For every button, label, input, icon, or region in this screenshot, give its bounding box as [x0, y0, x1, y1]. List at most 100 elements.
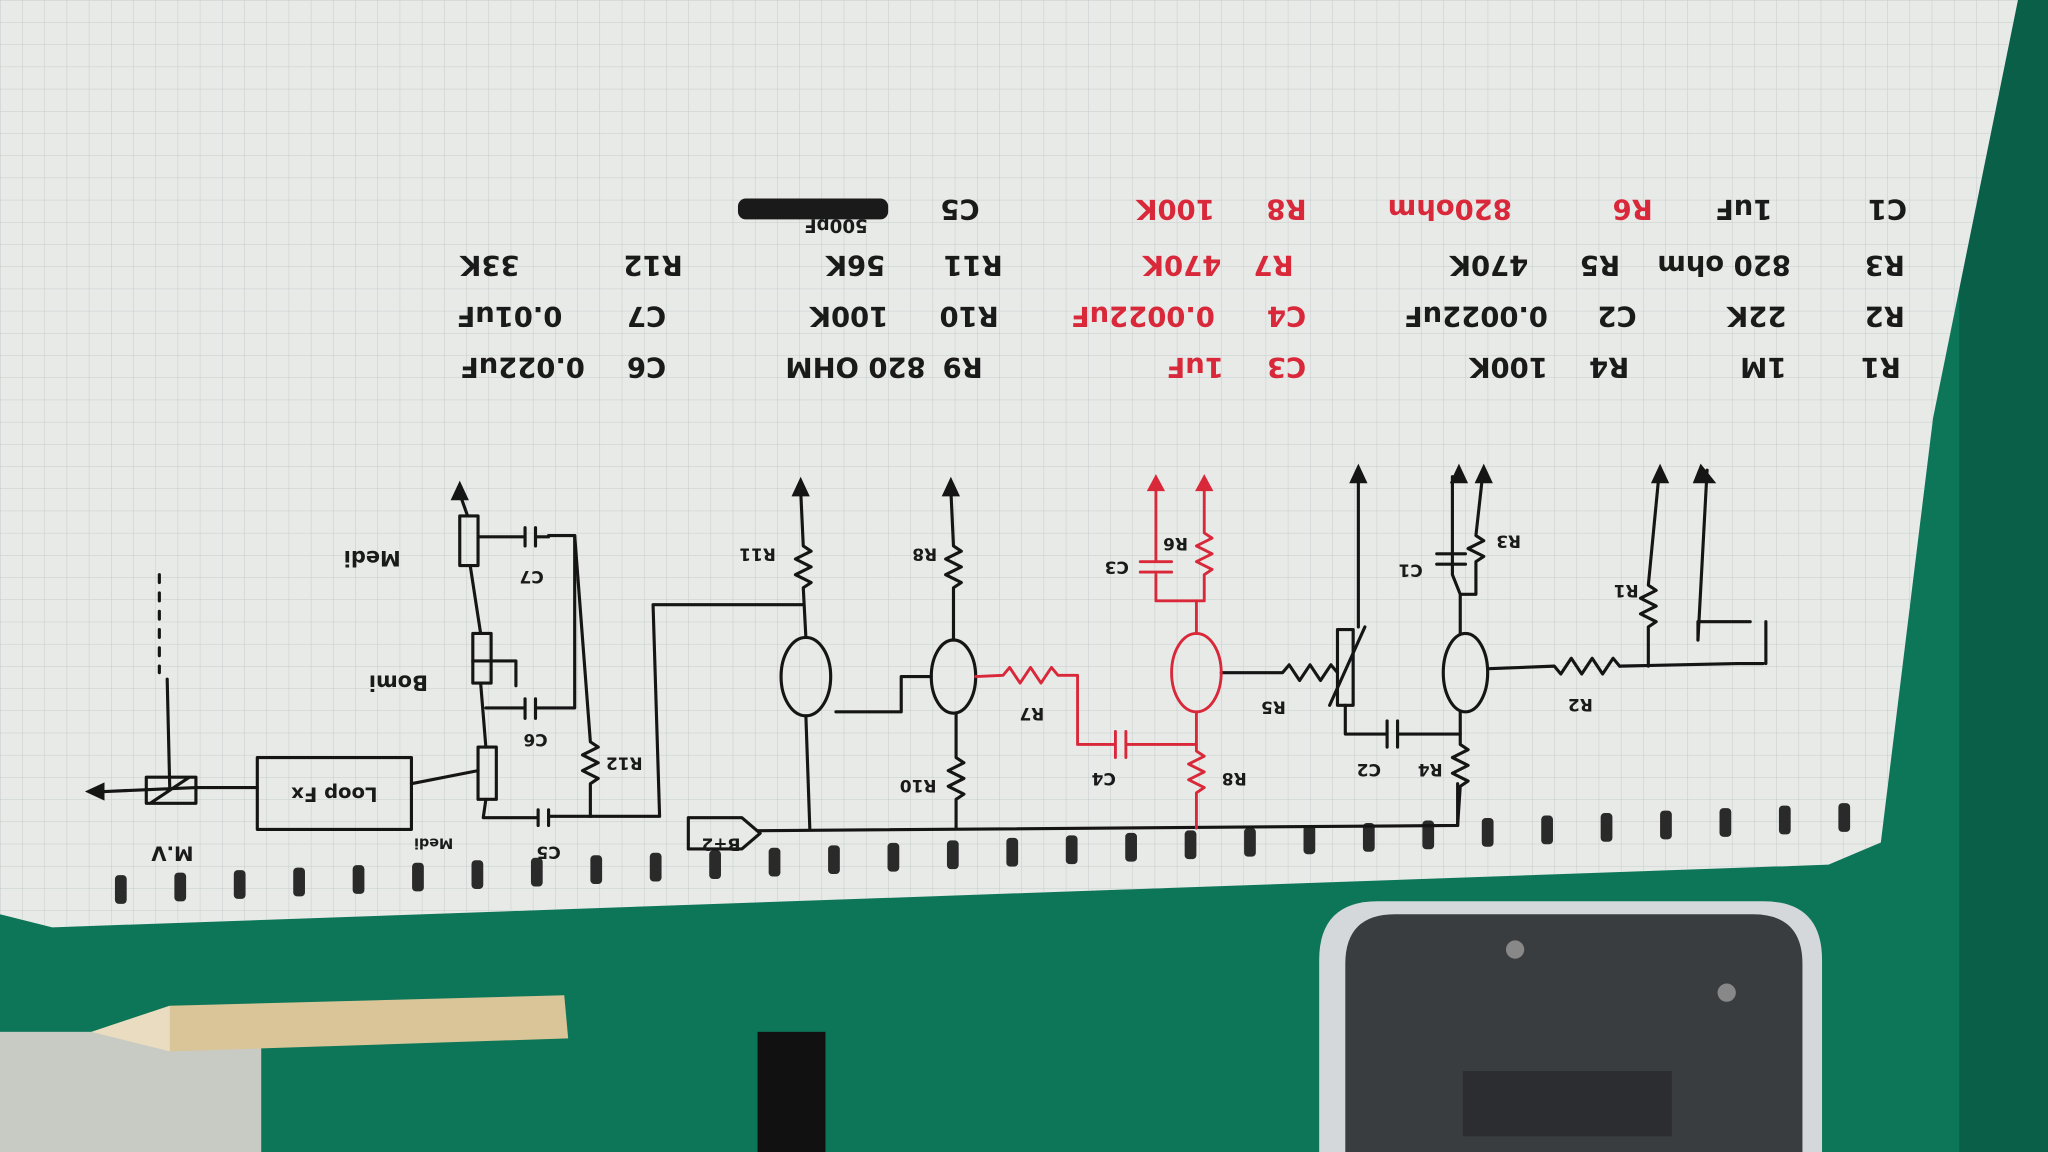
output-wire [547, 603, 805, 818]
r6-resistor [1194, 481, 1214, 635]
spiral-hole [233, 870, 246, 899]
part-value: 0.01uF [456, 300, 562, 331]
spiral-hole [1125, 832, 1137, 862]
part-designator: R9 [943, 351, 983, 382]
spiral-hole [709, 850, 721, 880]
spiral-hole [352, 865, 365, 894]
part-designator: R4 [1589, 351, 1629, 382]
part-designator: R12 [623, 249, 682, 280]
label-r1: R1 [1614, 580, 1639, 600]
spiral-hole [1422, 820, 1435, 850]
spiral-hole [1778, 805, 1791, 835]
gray-box [0, 1031, 262, 1152]
label-bplus: B+2 [701, 834, 740, 854]
part-designator: R1 [1861, 351, 1901, 382]
part-designator: R3 [1865, 249, 1905, 280]
arrow-out [1696, 468, 1709, 642]
label-loop-fx: Loop Fx [291, 783, 378, 806]
part-designator: R10 [940, 300, 999, 331]
label-r7: R7 [1019, 703, 1044, 723]
loop-fx-box [255, 755, 413, 831]
c3-capacitor [1138, 484, 1198, 603]
label-c3: C3 [1105, 557, 1129, 577]
part-designator: C4 [1267, 300, 1306, 331]
spiral-hole [887, 842, 900, 872]
part-designator: R6 [1613, 193, 1653, 224]
spiral-hole [590, 855, 603, 884]
spiral-hole [293, 867, 305, 897]
label-r11: R11 [739, 544, 776, 564]
black-marker [757, 1031, 826, 1152]
r7-c4-network [974, 665, 1198, 759]
spiral-hole [1184, 830, 1197, 860]
r3-c1-network [1450, 475, 1486, 636]
part-designator: C7 [627, 300, 666, 331]
label-bomi: Bomi [369, 670, 428, 694]
r10-resistor [946, 711, 966, 830]
part-value: 1M [1740, 351, 1786, 382]
r5-resistor [1219, 663, 1340, 683]
part-value: 100K [1468, 351, 1548, 382]
part-designator: R2 [1865, 300, 1905, 331]
r8-resistor [1187, 710, 1206, 830]
part-value: 820 OHM [785, 351, 925, 382]
label-medi-2: Medi [414, 835, 453, 851]
part-designator: R5 [1580, 249, 1620, 280]
label-medi: Medi [344, 546, 401, 570]
spiral-hole [1600, 813, 1613, 842]
scribble-out [737, 198, 889, 220]
part-value: 100K [808, 300, 888, 331]
r4-resistor [1450, 710, 1470, 828]
notebook-page [0, 0, 2018, 928]
pot-1 [1335, 627, 1355, 707]
spiral-hole [471, 860, 484, 889]
part-designator: R8 [1266, 193, 1306, 224]
r11-resistor [793, 488, 813, 639]
spiral-hole [1244, 827, 1256, 857]
part-value: 0.0022uF [1071, 300, 1215, 331]
part-value: 56K [824, 249, 885, 280]
spiral-binding [114, 803, 1851, 904]
spiral-hole [1838, 803, 1851, 832]
part-value: 22K [1725, 300, 1786, 331]
part-value: 0.022uF [460, 351, 585, 382]
spiral-hole [1362, 822, 1375, 852]
tube-v1 [1441, 631, 1490, 714]
label-r8-plate: R8 [912, 544, 937, 564]
schematic-labels: R1 R2 R3 C1 R4 C2 R5 R6 C3 R7 C4 R8 R8 R… [151, 531, 1639, 865]
label-r2: R2 [1568, 694, 1593, 714]
spiral-hole [174, 872, 187, 902]
label-c6: C6 [523, 729, 547, 749]
part-value: 1uF [1166, 351, 1223, 382]
label-r3: R3 [1496, 531, 1521, 551]
r1-resistor [1638, 475, 1661, 668]
part-value: 1uF [1715, 193, 1772, 224]
part-designator: R11 [943, 249, 1002, 280]
spiral-hole [649, 852, 662, 882]
c5-capacitor [481, 797, 551, 828]
spiral-hole [412, 862, 424, 892]
r12-resistor [547, 533, 600, 818]
part-value: 0.0022uF [1404, 300, 1548, 331]
part-value: 470K [1141, 249, 1221, 280]
schematic [84, 463, 1768, 851]
part-value: 820 ohm [1657, 249, 1791, 280]
label-r8: R8 [1222, 768, 1247, 788]
r2-resistor [1487, 656, 1622, 676]
spiral-hole [1481, 818, 1494, 847]
part-value: 33K [458, 249, 519, 280]
label-r10: R10 [900, 775, 937, 795]
spiral-hole [946, 840, 959, 870]
spiral-hole [1719, 808, 1732, 837]
spiral-hole [1065, 835, 1078, 865]
spiral-hole [1541, 815, 1553, 845]
spiral-hole [768, 847, 781, 877]
bplus-terminal [686, 816, 762, 851]
part-designator: C5 [940, 193, 979, 224]
part-value: 500pF [804, 214, 868, 235]
part-designator: R7 [1253, 249, 1293, 280]
part-value: 100K [1135, 193, 1215, 224]
label-r6: R6 [1163, 533, 1188, 553]
